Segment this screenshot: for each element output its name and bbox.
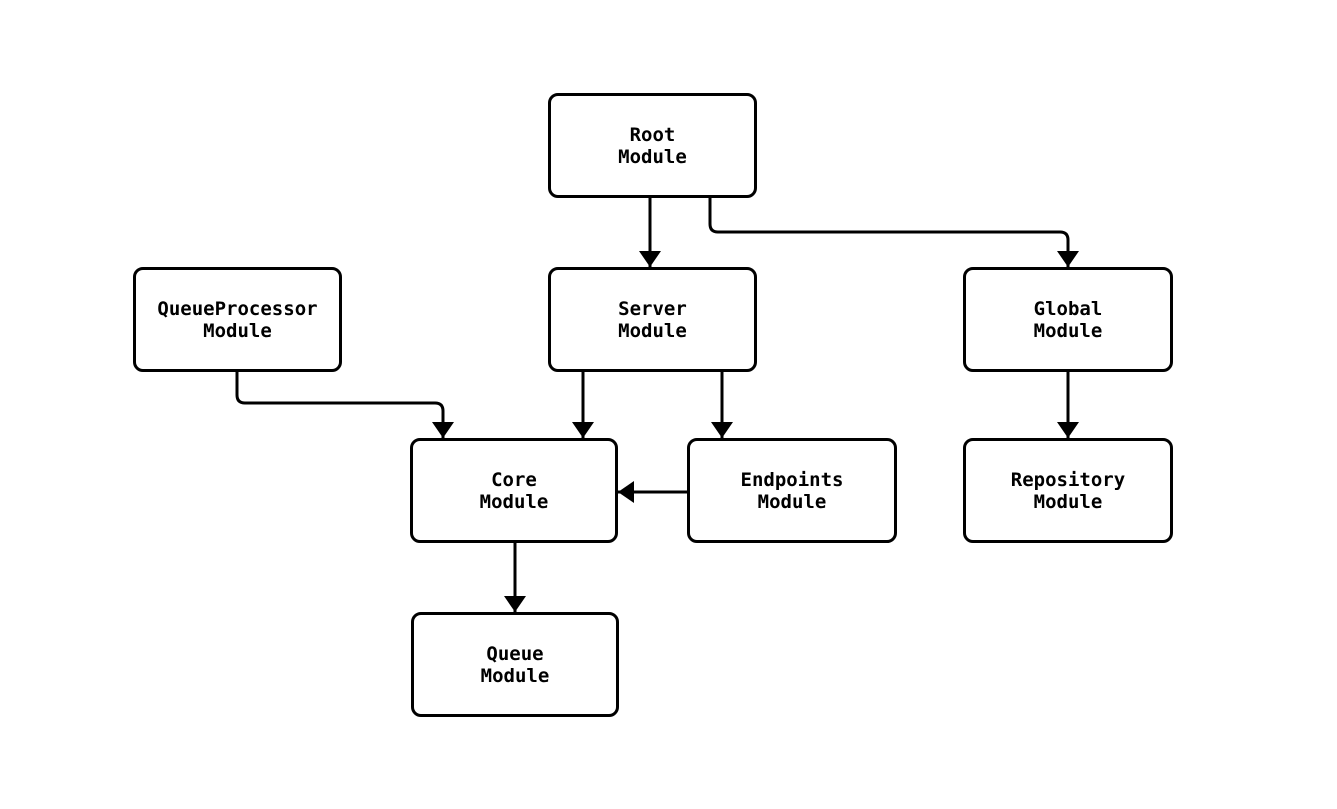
edge-root-to-global — [708, 198, 1079, 267]
node-server-module: Server Module — [548, 267, 757, 372]
node-root-module: Root Module — [548, 93, 757, 198]
node-queue-module: Queue Module — [411, 612, 619, 717]
node-endpoints-module: Endpoints Module — [687, 438, 897, 543]
node-global-module: Global Module — [963, 267, 1173, 372]
node-core-module: Core Module — [410, 438, 618, 543]
edge-queueprocessor-to-core — [235, 372, 454, 438]
node-repository-module: Repository Module — [963, 438, 1173, 543]
node-queueprocessor-module: QueueProcessor Module — [133, 267, 342, 372]
